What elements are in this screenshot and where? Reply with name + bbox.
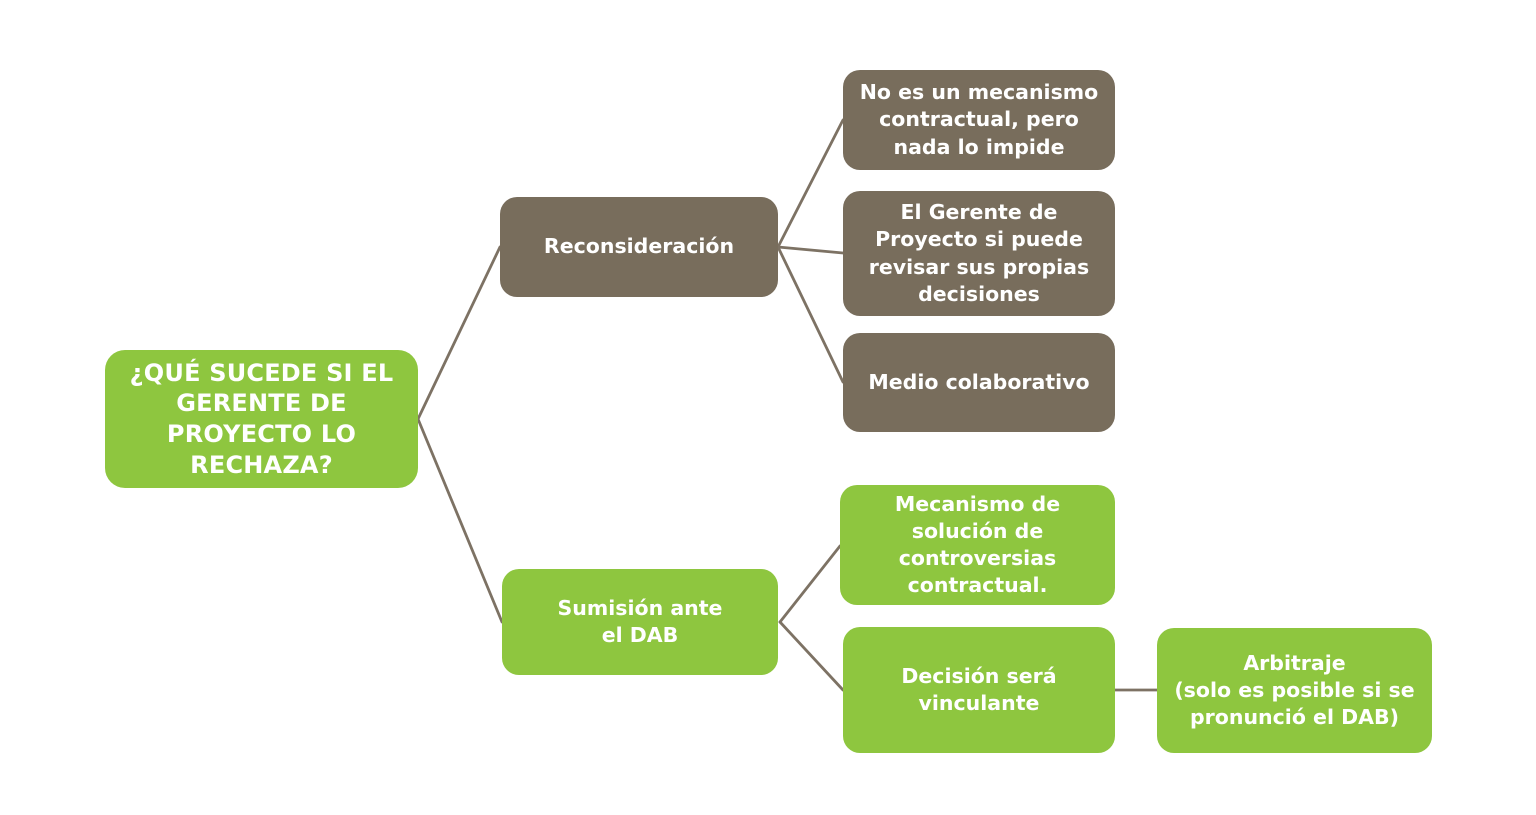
connector-root-sumision [416, 417, 504, 624]
child-node-label: Arbitraje (solo es posible si se pronunc… [1174, 650, 1415, 730]
child-node-label: Mecanismo de solución de controversias c… [894, 491, 1061, 598]
root-node: ¿QUÉ SUCEDE SI EL GERENTE DE PROYECTO LO… [105, 350, 418, 488]
child-node-medio-colaborativo: Medio colaborativo [843, 333, 1115, 432]
child-node-no-mecanismo: No es un mecanismo contractual, pero nad… [843, 70, 1115, 170]
child-node-gerente-revisar: El Gerente de Proyecto si puede revisar … [843, 191, 1115, 316]
branch-node-label: Reconsideración [543, 234, 735, 259]
connector-root-reconsideracion [416, 245, 502, 421]
connector-reconsideracion-medio [776, 245, 845, 384]
connector-reconsideracion-no-mecanismo [776, 118, 845, 249]
root-node-label: ¿QUÉ SUCEDE SI EL GERENTE DE PROYECTO LO… [129, 358, 394, 479]
connector-reconsideracion-gerente [776, 245, 845, 255]
branch-node-label: Sumisión ante el DAB [557, 595, 723, 647]
child-node-decision-vinculante: Decisión será vinculante [843, 627, 1115, 753]
child-node-label: Decisión será vinculante [901, 663, 1057, 715]
child-node-label: No es un mecanismo contractual, pero nad… [859, 80, 1099, 159]
branch-node-sumision-dab: Sumisión ante el DAB [502, 569, 778, 675]
branch-node-reconsideracion: Reconsideración [500, 197, 778, 297]
child-node-label: El Gerente de Proyecto si puede revisar … [868, 200, 1090, 306]
child-node-mecanismo-solucion: Mecanismo de solución de controversias c… [840, 485, 1115, 605]
child-node-label: Medio colaborativo [868, 369, 1090, 394]
child-node-arbitraje: Arbitraje (solo es posible si se pronunc… [1157, 628, 1432, 753]
connector-sumision-mecanismo [778, 544, 842, 624]
connector-sumision-decision [778, 620, 845, 692]
